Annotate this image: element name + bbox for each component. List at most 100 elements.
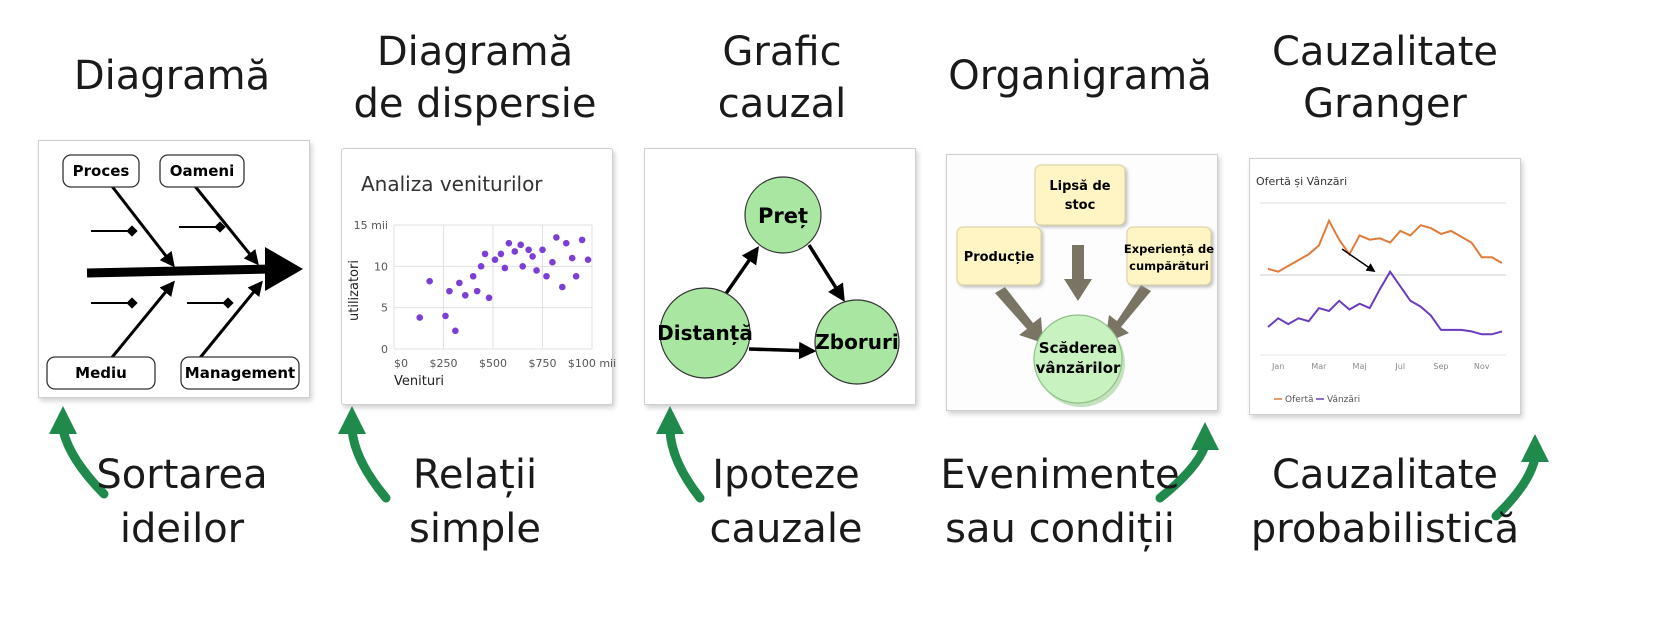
svg-text:Preț: Preț [758, 204, 808, 229]
scatter-point [461, 291, 469, 299]
org-box-left: Producție [956, 226, 1042, 286]
scatter-point [481, 250, 489, 258]
scatter-ytick: 5 [381, 302, 388, 315]
panel-4-title: Organigramă [948, 53, 1212, 99]
granger-xtick: Mar [1311, 362, 1327, 371]
green-arrow-head [1191, 422, 1219, 450]
granger-xtick: Nov [1474, 362, 1490, 371]
org-box-right: Experiență de cumpărături [1124, 226, 1214, 286]
scatter-xtick: $100 mii [568, 357, 616, 370]
green-arrow-head [656, 406, 684, 434]
fishbone-card: Proces Oameni Mediu Management [38, 140, 310, 398]
scatter-xtick: $0 [394, 357, 408, 370]
svg-text:stoc: stoc [1065, 198, 1096, 213]
scatter-point [572, 272, 580, 280]
fishbone-label-oameni: Oameni [159, 154, 245, 188]
granger-series-1 [1267, 269, 1503, 336]
svg-text:Zboruri: Zboruri [815, 330, 898, 354]
green-arrow-head [49, 406, 77, 434]
scatter-point [559, 283, 566, 291]
svg-text:Lipsă de: Lipsă de [1049, 179, 1110, 194]
svg-text:Oameni: Oameni [170, 162, 235, 180]
scatter-point [519, 263, 526, 270]
granger-title: Ofertă și Vânzări [1256, 175, 1347, 188]
scatter-point [562, 239, 570, 247]
svg-text:Management: Management [185, 364, 295, 382]
causal-card: Preț Distanță Zboruri [644, 148, 916, 405]
scatter-point [473, 287, 481, 295]
scatter-point [525, 246, 532, 254]
org-box-top: Lipsă de stoc [1034, 164, 1126, 226]
svg-text:cumpărături: cumpărături [1129, 259, 1209, 273]
edge-distanta-zboruri [748, 341, 817, 360]
granger-series-0 [1267, 218, 1503, 273]
granger-xtick: Sep [1433, 362, 1448, 371]
scatter-point [511, 248, 519, 255]
bone-proces [109, 184, 175, 268]
scatter-point [549, 258, 556, 266]
scatter-ytick: 15 mii [354, 219, 388, 232]
edge-pret-zboruri [807, 244, 845, 302]
scatter-point [469, 272, 477, 280]
org-card: Lipsă de stoc Producție Experiență de cu… [946, 154, 1218, 411]
scatter-xtick: $250 [430, 357, 458, 370]
fishbone-diagram: Proces Oameni Mediu Management [46, 154, 303, 390]
scatter-point [477, 263, 485, 270]
fishbone-label-management: Management [180, 356, 300, 390]
scatter-point [553, 234, 560, 241]
org-center-circle: Scăderea vânzărilor [1033, 314, 1125, 407]
svg-text:Experiență de: Experiență de [1124, 242, 1214, 256]
legend-vanzari: Vânzări [1327, 395, 1360, 405]
scatter-point [578, 236, 586, 244]
scatter-point [505, 239, 513, 247]
scatter-point [452, 327, 459, 335]
edge-distanta-pret [723, 246, 759, 296]
granger-xtick: Jul [1394, 362, 1405, 371]
scatter-title: Analiza veniturilor [361, 172, 543, 196]
svg-text:Scăderea: Scăderea [1039, 339, 1117, 357]
fishbone-label-proces: Proces [62, 154, 140, 188]
svg-text:Producție: Producție [964, 250, 1035, 265]
node-zboruri: Zboruri [814, 299, 900, 385]
scatter-point [426, 277, 433, 285]
granger-xtick: Jan [1271, 362, 1284, 371]
scatter-ylabel: utilizatori [347, 260, 362, 321]
scatter-point [533, 267, 540, 274]
scatter-point [568, 254, 576, 262]
scatter-point [446, 287, 453, 295]
sub-bone-marker [222, 297, 234, 309]
scatter-point [529, 253, 536, 260]
scatter-point [456, 279, 463, 287]
scatter-point [539, 246, 546, 254]
fishbone-spine [86, 264, 272, 278]
bone-management [197, 280, 263, 360]
green-arrow-head [338, 406, 366, 434]
svg-text:Proces: Proces [73, 162, 130, 180]
scatter-xtick: $500 [479, 357, 507, 370]
fishbone-head [265, 247, 303, 291]
scatter-xtick: $750 [529, 357, 557, 370]
scatter-point [543, 272, 550, 280]
granger-legend: Ofertă Vânzări [1274, 395, 1360, 405]
scatter-point [501, 264, 509, 272]
svg-text:Mediu: Mediu [75, 364, 127, 382]
scatter-point [416, 314, 424, 321]
node-distanta: Distanță [657, 287, 753, 379]
legend-oferta: Ofertă [1285, 395, 1314, 405]
causal-graph: Preț Distanță Zboruri [657, 176, 900, 385]
scatter-xlabel: Venituri [394, 374, 444, 389]
panel-1-title: Diagramă [73, 53, 271, 99]
granger-xtick: Maj [1353, 362, 1367, 371]
scatter-point [485, 294, 493, 302]
scatter-ytick: 0 [381, 343, 388, 356]
scatter-point [497, 250, 505, 258]
